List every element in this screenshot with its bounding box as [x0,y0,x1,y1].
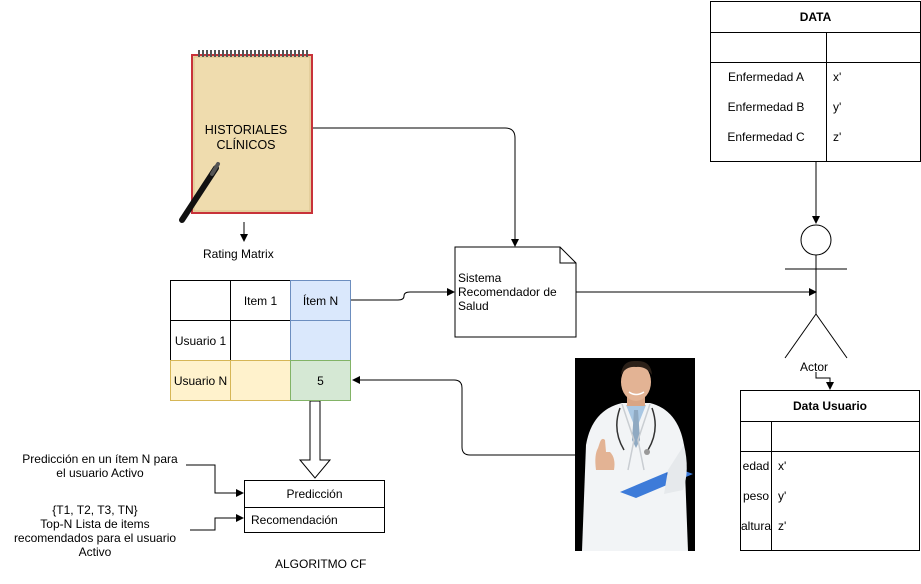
spiral-ring [214,50,216,57]
actor-label: Actor [800,360,829,374]
spiral-ring [278,50,280,57]
spiral-ring [206,50,208,57]
spiral-ring [306,50,308,57]
edge-actor-to-user-data [815,372,834,390]
recommendation-cell: Recomendación [251,513,338,527]
data-row-key: Enfermedad C [727,130,805,144]
topn-note: {T1, T2, T3, TN} Top-N Lista de items re… [5,503,185,559]
matrix-cell-u1-itemn [290,320,351,361]
topn-note-line4: Activo [78,545,112,559]
recommender-line2: Recomendador de [458,285,557,299]
pencil-icon [179,162,220,223]
user-row-value: y' [778,489,787,503]
spiral-ring [198,50,200,57]
matrix-cell-value: 5 [290,360,351,401]
data-row-value: x' [833,70,842,84]
recommender-fold [559,247,576,264]
spiral-ring [290,50,292,57]
topn-note-line2: Top-N Lista de items [40,517,150,531]
spiral-ring [266,50,268,57]
spiral-ring [302,50,304,57]
spiral-ring [274,50,276,57]
user-row-key: peso [742,489,770,503]
data-table: DATA Enfermedad A x' Enfermedad B y' Enf… [710,1,921,162]
recommender-label: Sistema Recomendador de Salud [458,271,576,313]
recommender-line1: Sistema [458,271,502,285]
matrix-cell-un-item1 [230,360,291,401]
data-table-title: DATA [711,2,920,33]
doctor-photo [575,358,695,551]
data-row-key: Enfermedad B [727,100,805,114]
user-row-value: z' [778,519,787,533]
algorithm-box: Predicción Recomendación [244,480,385,533]
data-table-header-vline [826,32,827,62]
user-row-value: x' [778,459,787,473]
prediction-note-line2: el usuario Activo [56,466,144,480]
matrix-header-item-1: Item 1 [230,280,291,321]
spiral-ring [230,50,232,57]
data-table-body-vline [826,62,827,161]
spiral-ring [286,50,288,57]
notebook-icon [191,50,313,214]
prediction-cell: Predicción [245,481,384,508]
spiral-ring [258,50,260,57]
stick-figure-icon [784,224,848,359]
matrix-cell-u1-item1 [230,320,291,361]
spiral-ring [294,50,296,57]
block-arrow-matrix-to-algorithm [298,400,332,479]
notebook-title-line2: CLÍNICOS [216,138,276,152]
spiral-ring [210,50,212,57]
spiral-ring [246,50,248,57]
spiral-ring [254,50,256,57]
matrix-corner-cell [170,280,231,321]
recommender-document-shape [454,246,577,338]
recommender-line3: Salud [458,299,489,313]
data-table-divider [711,62,920,63]
data-row-key: Enfermedad A [727,70,805,84]
edge-notebook-to-recommender [312,127,519,247]
user-data-divider [741,451,919,452]
spiral-ring [202,50,204,57]
prediction-note-line1: Predicción en un ítem N para [22,452,178,466]
edge-doctor-to-value [352,376,575,456]
data-row-value: z' [833,130,842,144]
spiral-ring [270,50,272,57]
matrix-header-item-n: Ítem N [290,280,351,321]
spiral-ring [234,50,236,57]
user-row-key: altura [741,519,772,533]
matrix-row-usuario-1: Usuario 1 [170,320,231,361]
user-data-vline [771,421,772,550]
topn-note-line1: {T1, T2, T3, TN} [52,503,138,517]
algorithm-caption: ALGORITMO CF [275,557,367,571]
spiral-ring [222,50,224,57]
rating-matrix-label: Rating Matrix [203,247,274,261]
edge-prediction-note [186,464,244,497]
edge-topn-note [190,514,244,531]
spiral-ring [262,50,264,57]
spiral-ring [226,50,228,57]
topn-note-line3: recomendados para el usuario [13,531,177,545]
spiral-ring [242,50,244,57]
prediction-note: Predicción en un ítem N para el usuario … [10,452,190,480]
user-data-table: Data Usuario edad x' peso y' altura z' [740,390,920,551]
spiral-ring [238,50,240,57]
edge-itemn-to-recommender [351,288,455,301]
spiral-ring [250,50,252,57]
data-row-value: y' [833,100,842,114]
matrix-row-usuario-n: Usuario N [170,360,231,401]
user-row-key: edad [742,459,770,473]
notebook-title: HISTORIALES CLÍNICOS [196,123,296,153]
spiral-ring [298,50,300,57]
spiral-ring [218,50,220,57]
spiral-ring [282,50,284,57]
notebook-title-line1: HISTORIALES [204,123,288,137]
user-data-title: Data Usuario [741,391,919,422]
